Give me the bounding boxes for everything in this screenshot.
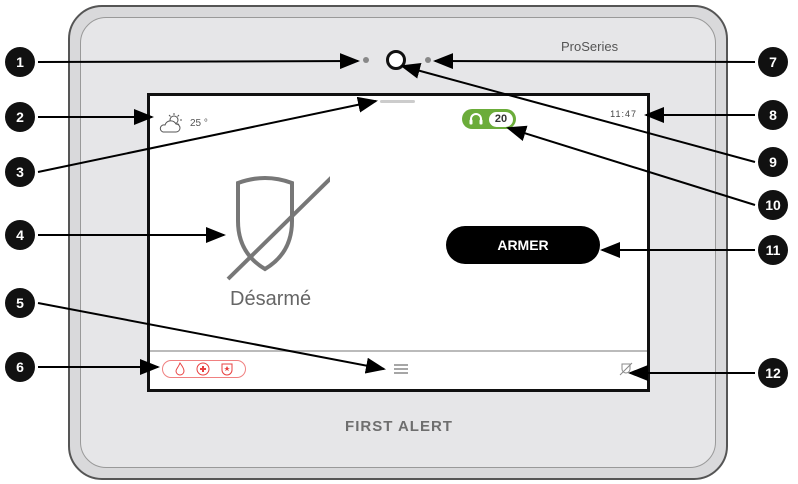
callout-line-3 [37, 96, 378, 173]
callout-9: 9 [758, 147, 788, 177]
svg-text:11: 11 [766, 242, 781, 258]
svg-text:9: 9 [769, 154, 777, 170]
medical-icon [196, 362, 210, 376]
first-alert-logo: FIRST ALERT [345, 418, 453, 435]
callout-5: 5 [5, 288, 35, 318]
weather-widget[interactable]: 25 ° [158, 112, 208, 134]
partly-cloudy-icon [159, 113, 182, 133]
temperature: 25 ° [190, 117, 208, 129]
callout-2: 2 [5, 102, 35, 132]
arm-state-label: Désarmé [230, 288, 312, 310]
callout-6: 6 [5, 352, 35, 382]
callout-line-5 [37, 302, 386, 374]
police-icon [221, 363, 233, 376]
callout-line-7 [433, 53, 756, 70]
svg-text:3: 3 [16, 164, 24, 180]
sensor-dot-right [425, 57, 431, 63]
callout-4: 4 [5, 220, 35, 250]
callout-line-10 [506, 125, 756, 206]
callout-1: 1 [5, 47, 35, 77]
status-count: 20 [489, 111, 513, 127]
disarmed-shield-icon [226, 176, 330, 281]
callout-7: 7 [758, 47, 788, 77]
proseries-label: ProSeries [561, 39, 619, 54]
callout-10: 10 [758, 190, 788, 220]
svg-text:5: 5 [16, 295, 24, 311]
callout-12: 12 [758, 358, 788, 388]
clock: 11:47 [610, 109, 637, 119]
svg-text:6: 6 [16, 359, 24, 375]
fire-icon [175, 362, 185, 376]
callout-line-1 [37, 53, 360, 70]
touch-screen: 25 ° 20 11:47 Désarmé ARMER [147, 93, 650, 392]
callout-line-9 [400, 63, 756, 163]
status-badge[interactable]: 20 [462, 109, 516, 129]
callout-8: 8 [758, 100, 788, 130]
sensor-dot-left [363, 57, 369, 63]
headset-icon [469, 113, 483, 125]
bottom-bar-divider [150, 350, 647, 352]
svg-text:8: 8 [769, 107, 777, 123]
svg-text:10: 10 [765, 197, 781, 213]
svg-text:2: 2 [16, 109, 24, 125]
svg-text:12: 12 [765, 365, 781, 381]
svg-text:4: 4 [16, 227, 24, 243]
svg-text:7: 7 [769, 54, 777, 70]
arm-button[interactable]: ARMER [446, 226, 600, 264]
svg-text:1: 1 [16, 54, 24, 70]
menu-icon[interactable] [393, 364, 409, 374]
pull-down-tab[interactable] [380, 100, 415, 103]
callout-3: 3 [5, 157, 35, 187]
callout-11: 11 [758, 235, 788, 265]
emergency-panel-button[interactable] [162, 360, 246, 378]
